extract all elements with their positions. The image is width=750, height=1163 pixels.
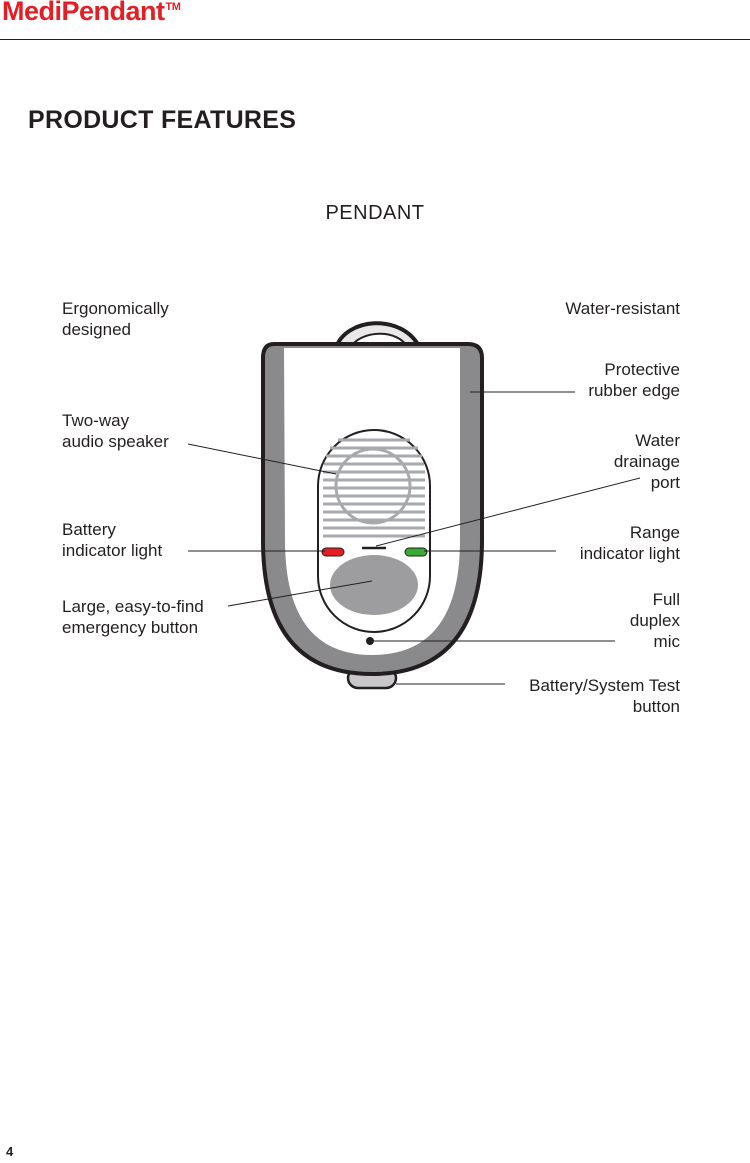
brand-name: MediPendant xyxy=(2,0,165,26)
diagram-subheading: PENDANT xyxy=(325,202,425,224)
header-rule xyxy=(0,39,750,40)
range-led xyxy=(404,547,428,557)
label-water-resistant: Water-resistant xyxy=(565,299,680,318)
page-heading: PRODUCT FEATURES xyxy=(28,106,297,134)
page-number: 4 xyxy=(6,1144,14,1159)
emergency-button-shape xyxy=(330,555,418,615)
leader-lines xyxy=(187,391,641,685)
battery-led xyxy=(321,547,345,557)
trademark-mark: TM xyxy=(165,1,181,13)
brand-logo: MediPendantTM xyxy=(2,0,181,27)
speaker-ring xyxy=(334,447,412,525)
